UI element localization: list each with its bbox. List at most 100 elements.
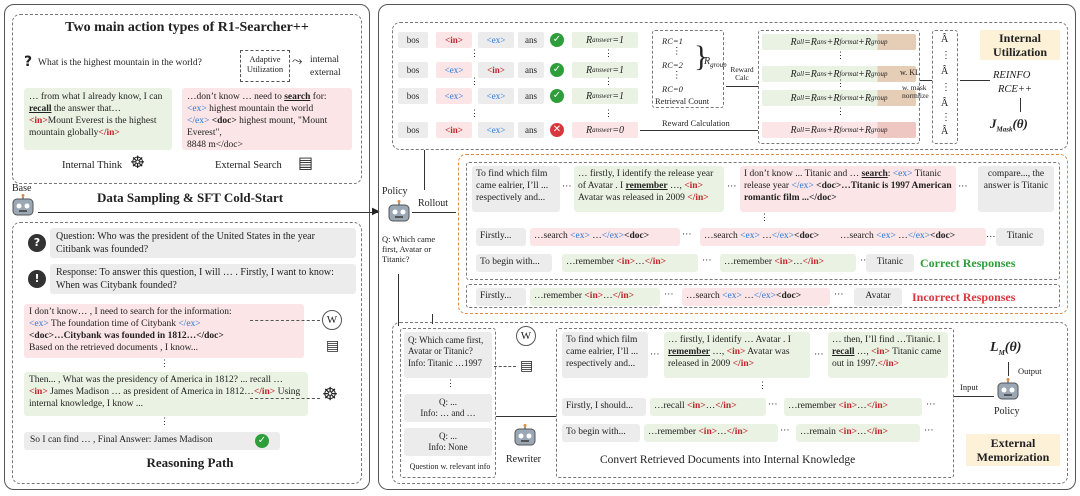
correct-check-icon: ✓ bbox=[550, 89, 564, 103]
to-jmask-arrow bbox=[1020, 98, 1021, 112]
bottom-row-firstly: Firstly, I should... bbox=[562, 398, 646, 416]
policy-robot-icon-two bbox=[997, 378, 1019, 400]
correct-check-icon: ✓ bbox=[550, 63, 564, 77]
row-avatar: Avatar bbox=[854, 288, 902, 306]
lm-label: LM(θ) bbox=[990, 340, 1022, 357]
internal-utilization-box bbox=[392, 22, 1068, 150]
row-titanic-1: Titanic bbox=[996, 228, 1044, 246]
external-search-example: …don’t know … need to search for: <ex> h… bbox=[182, 88, 352, 150]
b-ellipsis-4: ··· bbox=[926, 400, 936, 410]
rall-box bbox=[758, 30, 920, 144]
kl-arrow bbox=[920, 80, 932, 81]
remember-segment: …remember <in>…</in> bbox=[720, 254, 856, 272]
input-label: Input bbox=[960, 382, 978, 392]
bottom-remember-2: …remember <in>…</in> bbox=[644, 424, 778, 442]
base-label: Base bbox=[12, 183, 32, 194]
rewriter-arrow bbox=[496, 416, 556, 417]
bos-token: bos bbox=[398, 88, 428, 104]
base-robot-icon bbox=[12, 194, 34, 216]
tag-token-2: <ex> bbox=[478, 88, 514, 104]
bottom-recall: …recall <in>…</in> bbox=[650, 398, 766, 416]
q-info-2: Q: ...Info: … and … bbox=[404, 394, 492, 422]
ahat-value: Â bbox=[941, 34, 949, 45]
external-memorization-box bbox=[392, 322, 1068, 484]
output-label: Output bbox=[1018, 366, 1042, 376]
tag-token-2: <in> bbox=[478, 62, 514, 78]
row-vdots: ⋮ bbox=[604, 48, 613, 58]
tag-token-2: <ex> bbox=[478, 32, 514, 48]
correct-check-icon: ✓ bbox=[550, 33, 564, 47]
to-reinfo-arrow bbox=[960, 80, 990, 81]
b-ellipsis-2: ··· bbox=[814, 350, 824, 360]
q-info-3: Q: ...Info: None bbox=[404, 428, 492, 456]
left-panel bbox=[4, 4, 370, 490]
search-ellipsis: ··· bbox=[682, 230, 692, 240]
ellipsis-3: ··· bbox=[958, 182, 968, 192]
correct-step-4: compare..., the answer is Titanic bbox=[978, 166, 1054, 212]
ellipsis-2: ··· bbox=[727, 182, 737, 192]
bottom-step-2: … firstly, I identify … Avatar . I remem… bbox=[664, 332, 810, 378]
row-vdots: ⋮ bbox=[470, 76, 479, 86]
remember-ellipsis: ··· bbox=[702, 256, 712, 266]
adaptive-utilization-label: Adaptive Utilization bbox=[246, 54, 284, 75]
ellipsis-i2: ··· bbox=[834, 290, 844, 300]
response-bubble-icon: ! bbox=[28, 270, 46, 288]
remember-segment: …remember <in>…</in> bbox=[562, 254, 698, 272]
advantage-box bbox=[932, 30, 958, 144]
right-panel bbox=[378, 4, 1076, 490]
document-icon: ▤ bbox=[326, 338, 340, 354]
internal-think-label: Internal Think bbox=[62, 160, 123, 171]
rc-vdots-two: ⋮ bbox=[672, 71, 682, 81]
search-ellipsis: … bbox=[986, 230, 996, 240]
final-answer-box: So I can find … , Final Answer: James Ma… bbox=[24, 432, 280, 450]
sft-title: Data Sampling & SFT Cold-Start bbox=[96, 190, 284, 205]
b-ellipsis-6: ··· bbox=[924, 426, 934, 436]
adaptive-utilization-box: Adaptive Utilization bbox=[240, 50, 290, 82]
incorrect-remember: …remember <in>…</in> bbox=[530, 288, 660, 306]
internal-think-example: … from what I already know, I can recall… bbox=[24, 88, 172, 150]
row-vdots: ⋮ bbox=[604, 76, 613, 86]
base-to-policy-arrow bbox=[38, 212, 378, 213]
input-arrow bbox=[954, 396, 994, 397]
arrow-head: ▶ bbox=[372, 206, 380, 217]
reward-calculation-arrow bbox=[640, 130, 758, 131]
final-check-icon: ✓ bbox=[255, 434, 269, 448]
correct-responses-box bbox=[466, 162, 1060, 280]
policy-label-two: Policy bbox=[994, 406, 1020, 417]
bottom-step-1: To find which film came ealrier, I’ll ..… bbox=[562, 332, 648, 378]
reasoning-path-box bbox=[12, 222, 362, 484]
rc-zero: RC=0 bbox=[662, 84, 683, 94]
brain-icon-two: ☸ bbox=[322, 384, 339, 405]
rall-vdots: ⋮ bbox=[836, 50, 845, 60]
output-arrow bbox=[1008, 362, 1009, 376]
to-bottom-arrow bbox=[432, 314, 433, 324]
reward-calc-arrow bbox=[726, 86, 758, 87]
wikipedia-icon-two: W bbox=[516, 326, 536, 346]
search-segment: …search <ex> …</ex><doc> bbox=[700, 228, 850, 246]
rall-vdots: ⋮ bbox=[836, 106, 845, 116]
search-segment: …search <ex> …</ex><doc> bbox=[836, 228, 986, 246]
doc-to-question-arrow bbox=[494, 366, 516, 367]
action-types-box bbox=[12, 14, 362, 184]
reinfo-label: REINFO bbox=[993, 70, 1031, 81]
wkl-label: w. KL bbox=[900, 68, 920, 77]
row-vdots: ⋮ bbox=[604, 108, 613, 118]
row-vdots: ⋮ bbox=[470, 108, 479, 118]
retrieval-arrow bbox=[250, 320, 320, 321]
ans-token: ans bbox=[518, 32, 544, 48]
reasoning-path-title: Reasoning Path bbox=[146, 455, 234, 470]
reward-calculation-label: Reward Calculation bbox=[662, 118, 730, 128]
external-memorization-title: External Memorization bbox=[966, 434, 1060, 466]
ellipsis-1: ··· bbox=[562, 182, 572, 192]
bos-token: bos bbox=[398, 122, 428, 138]
bottom-remember: …remember <in>…</in> bbox=[784, 398, 922, 416]
brain-icon: ☸ bbox=[130, 153, 146, 173]
policy-up-arrow bbox=[424, 150, 425, 190]
